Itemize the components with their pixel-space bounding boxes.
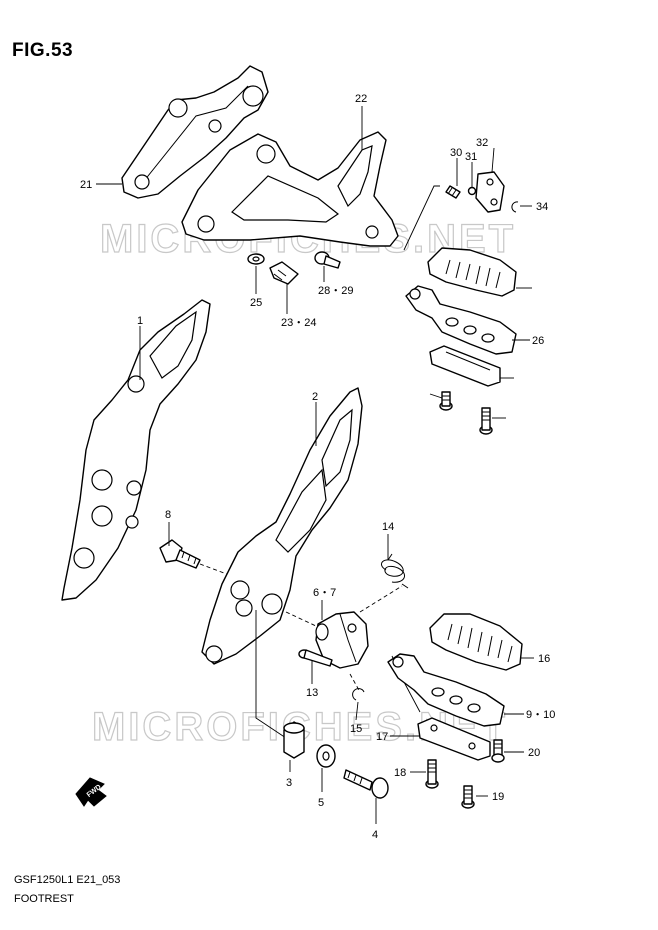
label-part-14: 16 bbox=[538, 653, 550, 665]
part-15-plate[interactable] bbox=[417, 717, 491, 761]
part-16-bolt[interactable] bbox=[425, 759, 439, 789]
part-26-screw[interactable] bbox=[445, 185, 461, 199]
label-part-22: 25 bbox=[250, 297, 262, 309]
part-18-bolt[interactable] bbox=[491, 739, 505, 763]
label-part-2: 2 bbox=[312, 391, 318, 403]
part-25-bolt[interactable] bbox=[314, 251, 341, 269]
part-28-29-plate[interactable] bbox=[475, 171, 505, 213]
label-part-15: 17 bbox=[376, 731, 388, 743]
part-2-bracket[interactable] bbox=[201, 387, 363, 665]
label-part-28-29: 32 bbox=[476, 137, 488, 149]
label-part-30: 34 bbox=[536, 201, 548, 213]
label-part-9-10: 9・10 bbox=[526, 709, 555, 721]
label-part-17: 19 bbox=[492, 791, 504, 803]
label-part-23-24: 26 bbox=[532, 335, 544, 347]
figure-title: FIG.53 bbox=[12, 40, 74, 61]
part-5-washer[interactable] bbox=[316, 744, 336, 768]
label-part-3: 3 bbox=[286, 777, 292, 789]
label-part-21: 23・24 bbox=[281, 317, 316, 329]
label-part-12: 14 bbox=[382, 521, 394, 533]
label-part-20: 22 bbox=[355, 93, 367, 105]
label-part-27: 31 bbox=[465, 151, 477, 163]
part-23-24-footpeg[interactable] bbox=[405, 285, 517, 355]
label-part-16: 18 bbox=[394, 767, 406, 779]
part-19-bracket[interactable] bbox=[121, 65, 269, 199]
part-17-bolt[interactable] bbox=[461, 785, 475, 809]
assembly-line-12 bbox=[359, 585, 403, 613]
part-22-washer[interactable] bbox=[247, 253, 265, 265]
part-9-10-footpeg[interactable] bbox=[387, 653, 505, 727]
part-21-bolt[interactable] bbox=[269, 261, 299, 285]
part-34-bolt[interactable] bbox=[479, 407, 493, 435]
leader-lines bbox=[96, 106, 534, 824]
part-12-spring[interactable] bbox=[381, 553, 409, 589]
assembly-line-upper bbox=[403, 185, 440, 251]
part-8-bolt[interactable] bbox=[159, 539, 201, 569]
label-part-26: 30 bbox=[450, 147, 462, 159]
label-part-5: 5 bbox=[318, 797, 324, 809]
part-33-bolt[interactable] bbox=[439, 391, 453, 411]
part-11-pin[interactable] bbox=[298, 649, 333, 667]
model-code: GSF1250L1 E21_053 bbox=[14, 874, 121, 886]
part-1-bracket[interactable] bbox=[61, 299, 211, 601]
part-31-footpeg-rubber[interactable] bbox=[427, 247, 517, 297]
part-13-clip[interactable] bbox=[352, 688, 365, 701]
part-20-bracket[interactable] bbox=[181, 131, 399, 247]
part-6-7-pivot-arm[interactable] bbox=[315, 611, 369, 669]
label-part-4: 4 bbox=[372, 829, 378, 841]
section-name: FOOTREST bbox=[14, 893, 74, 905]
part-14-footpeg-rubber[interactable] bbox=[429, 613, 523, 671]
label-part-18: 20 bbox=[528, 747, 540, 759]
label-part-25: 28・29 bbox=[318, 285, 353, 297]
part-30-clip[interactable] bbox=[511, 201, 519, 213]
assembly-line-3 bbox=[255, 610, 287, 739]
label-part-6-7: 6・7 bbox=[313, 587, 336, 599]
part-27-washer[interactable] bbox=[467, 186, 477, 196]
label-part-13: 15 bbox=[350, 723, 362, 735]
part-32-plate[interactable] bbox=[429, 345, 501, 387]
label-part-19: 21 bbox=[80, 179, 92, 191]
part-4-bolt[interactable] bbox=[343, 769, 389, 799]
label-part-11: 13 bbox=[306, 687, 318, 699]
label-part-8: 8 bbox=[165, 509, 171, 521]
label-part-1: 1 bbox=[137, 315, 143, 327]
assembly-line-pivot bbox=[285, 611, 317, 627]
part-3-bushing[interactable] bbox=[283, 721, 305, 759]
fwd-arrow-icon: FWD bbox=[75, 777, 107, 807]
